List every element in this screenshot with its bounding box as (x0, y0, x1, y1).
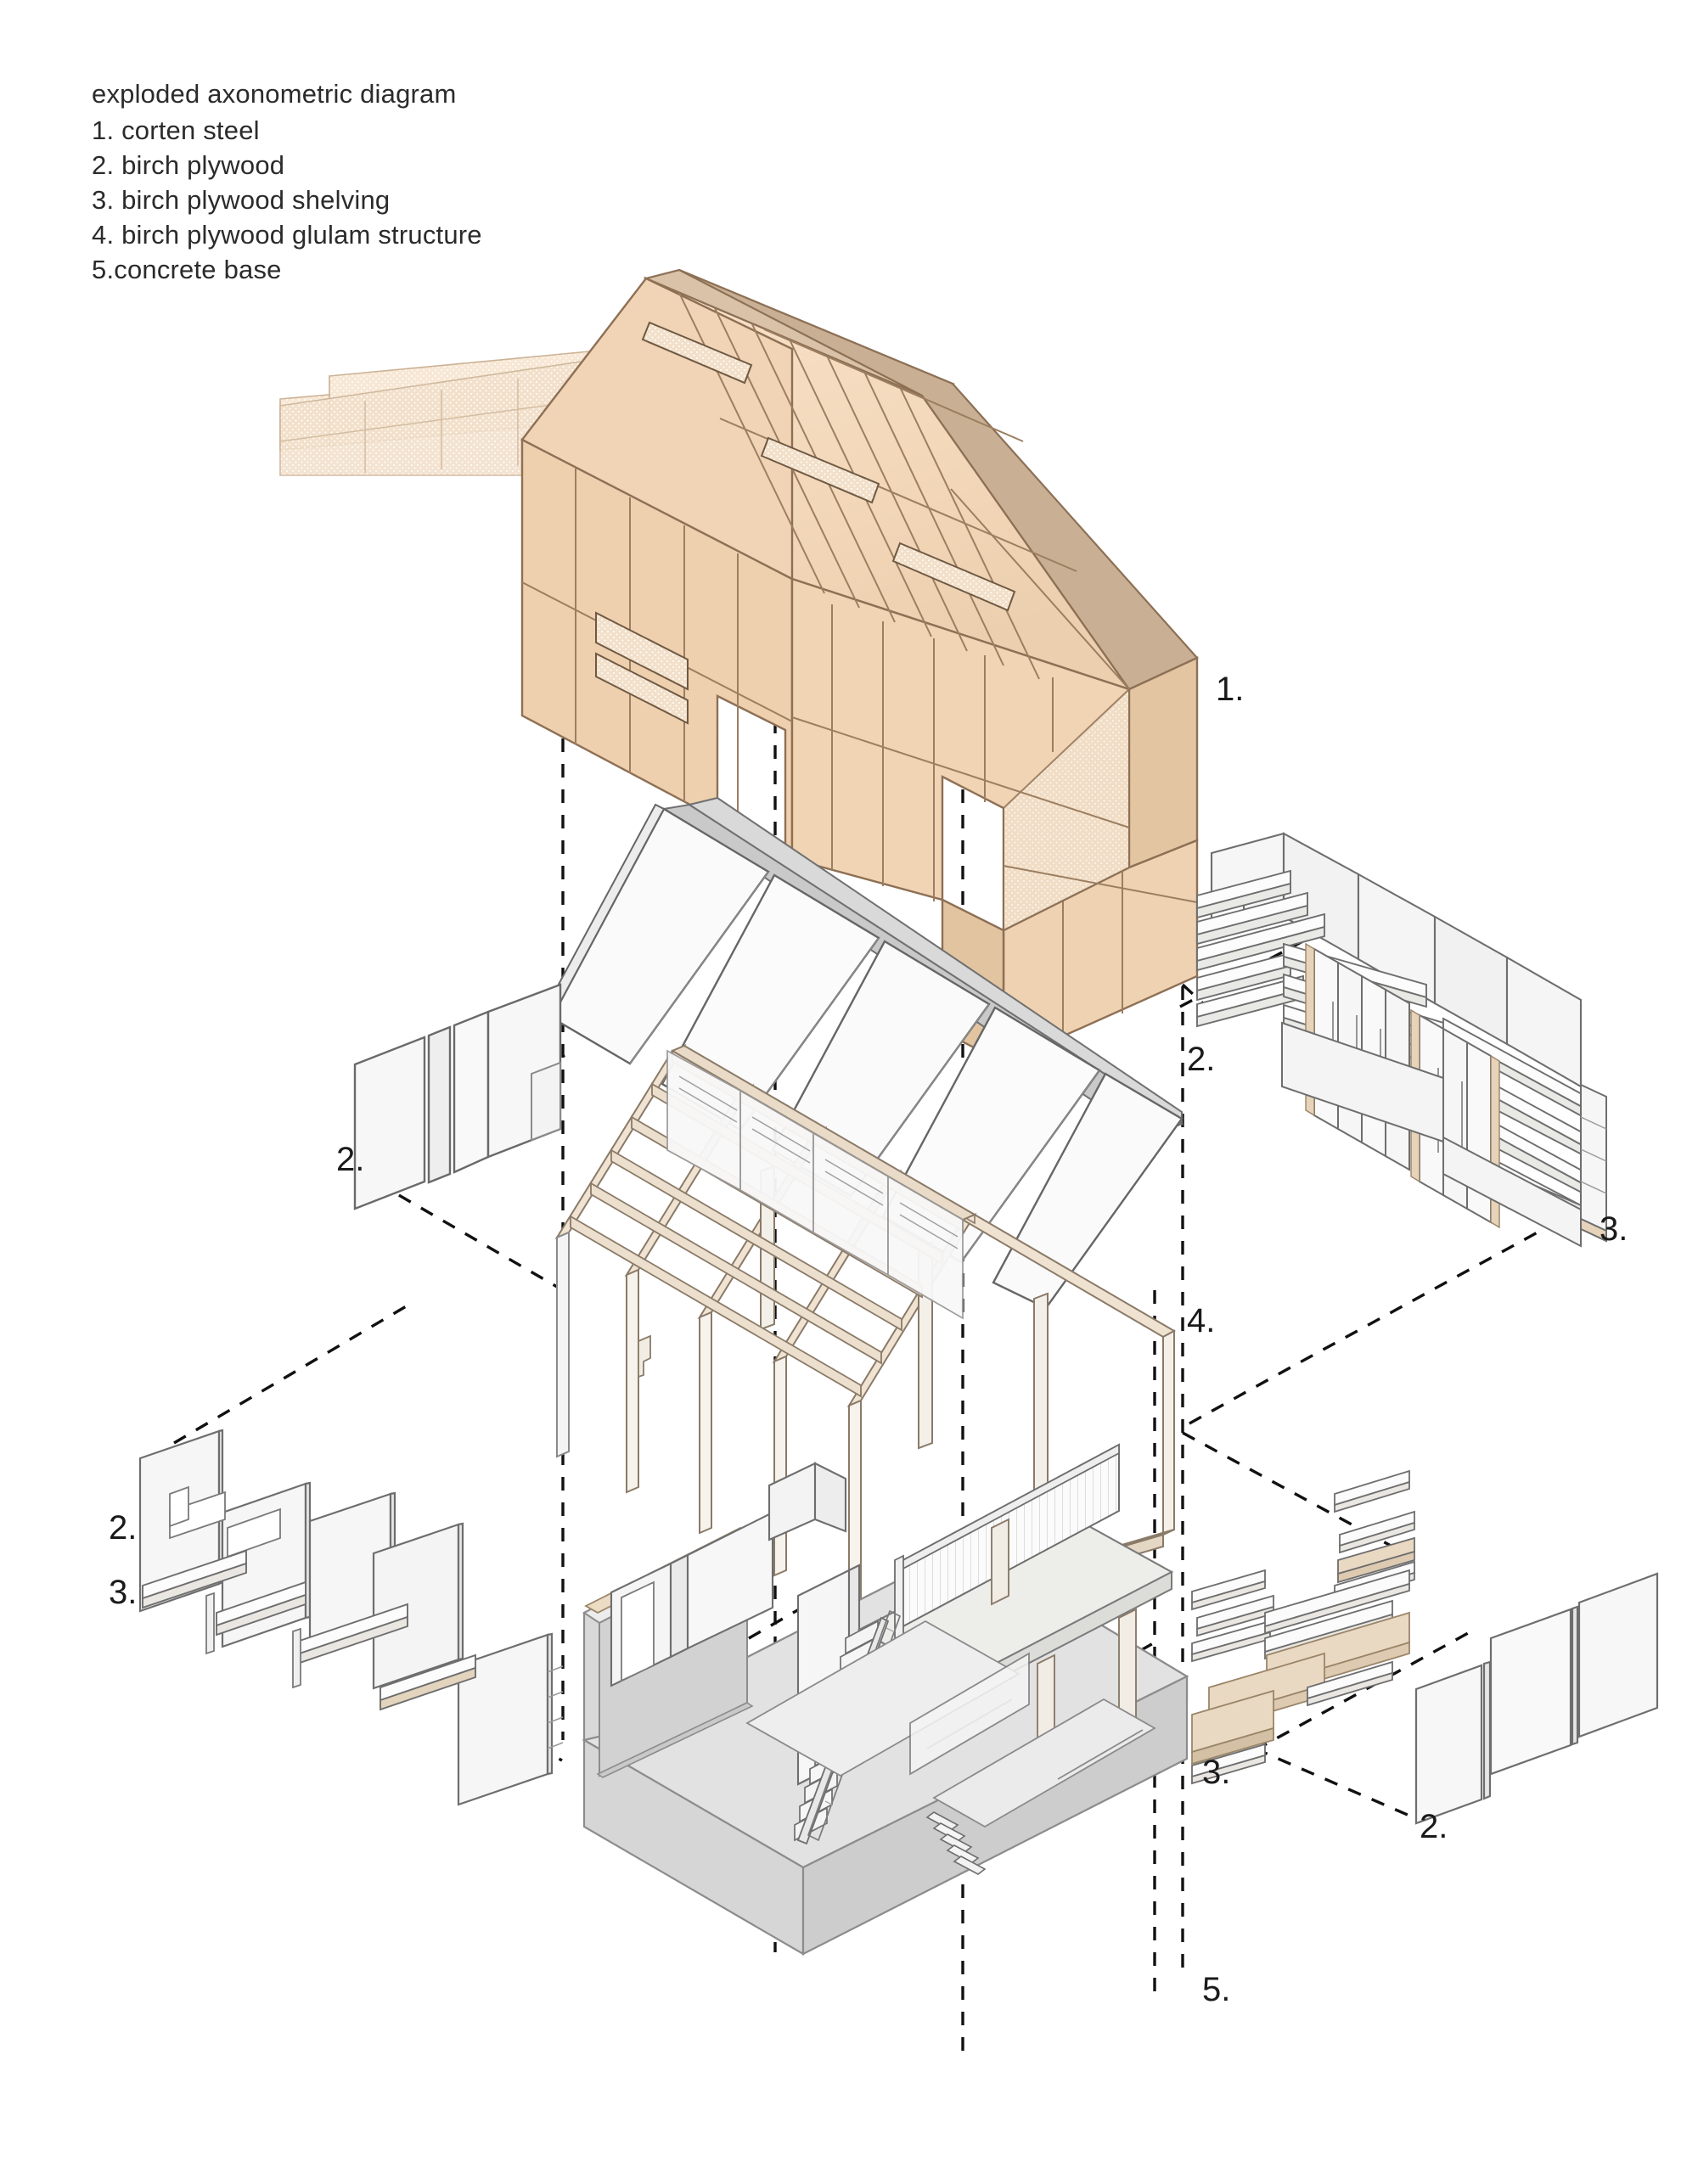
corten-wall-openings (595, 611, 689, 725)
callout-1-corten: 1. (1216, 671, 1245, 708)
legend-item-2: 2. birch plywood (92, 150, 285, 180)
interior-door-opening (621, 1580, 655, 1682)
lower-left-slot-edges (547, 1665, 564, 1749)
callout-2-roof: 2. (1187, 1041, 1216, 1078)
lower-left-window-openings (169, 1485, 281, 1558)
layer-shelving-right (1196, 832, 1607, 1248)
callout-4-glulam: 4. (1187, 1302, 1216, 1339)
legend-item-1: 1. corten steel (92, 115, 260, 145)
glulam-notch-detail (638, 1334, 651, 1378)
layer-lower-right-boards (1191, 1469, 1659, 1825)
legend: exploded axonometric diagram 1. corten s… (92, 76, 737, 287)
shelving-right-end-panel (1580, 1083, 1607, 1243)
plywood-roof-ridge-cap2 (687, 796, 1183, 1126)
lower-left-wall-panels (138, 1429, 554, 1806)
interior-skirting (596, 1702, 754, 1778)
glulam-web-slots (678, 1075, 959, 1249)
lower-left-shelf-boards (142, 1549, 476, 1711)
layer-plywood-walls-lower-left (138, 1429, 564, 1806)
layer-concrete-base (582, 1443, 1189, 1956)
staircase-lower-flight (925, 1811, 987, 1875)
plywood-wall-panel (353, 1036, 426, 1210)
callout-2-lower-left: 2. (109, 1509, 138, 1547)
corten-soffit-triangle (1003, 687, 1130, 932)
legend-title: exploded axonometric diagram (92, 79, 457, 109)
plywood-wall-panel (453, 1010, 490, 1174)
layer-corten-steel-envelope (279, 268, 1199, 1064)
balustrade-post (894, 1554, 904, 1646)
corten-right-end-wall (1127, 656, 1199, 869)
glulam-web-panels (666, 1049, 964, 1320)
legend-item-3: 3. birch plywood shelving (92, 185, 391, 215)
corten-roof-skylights (641, 321, 1016, 612)
plywood-wall-panel (427, 1025, 452, 1184)
glulam-rear-blade (531, 1061, 570, 1458)
legend-item-4: 4. birch plywood glulam structure (92, 220, 482, 250)
layer-glulam-structure (531, 1043, 1177, 1640)
callout-5-concrete: 5. (1202, 1971, 1231, 2008)
shelving-lower-band-2 (1442, 1136, 1582, 1248)
shelving-back-panels (1210, 832, 1583, 1088)
lower-right-plywood-panels (1414, 1572, 1659, 1825)
callout-2-lower-right: 2. (1420, 1808, 1448, 1845)
callout-2-left-walls: 2. (336, 1141, 365, 1178)
callout-3-boards: 3. (1202, 1754, 1231, 1791)
lower-left-fins (205, 1592, 301, 1689)
interior-glass-rail (909, 1652, 1030, 1776)
callout-3-shelving-right: 3. (1600, 1210, 1628, 1248)
callout-3-lower-left: 3. (109, 1574, 138, 1611)
layer-plywood-wall-panels-mid-left (353, 983, 562, 1210)
corten-wall-seams (521, 469, 1198, 1040)
legend-item-5: 5.concrete base (92, 255, 282, 284)
lower-right-shelf-boards (1191, 1469, 1415, 1785)
